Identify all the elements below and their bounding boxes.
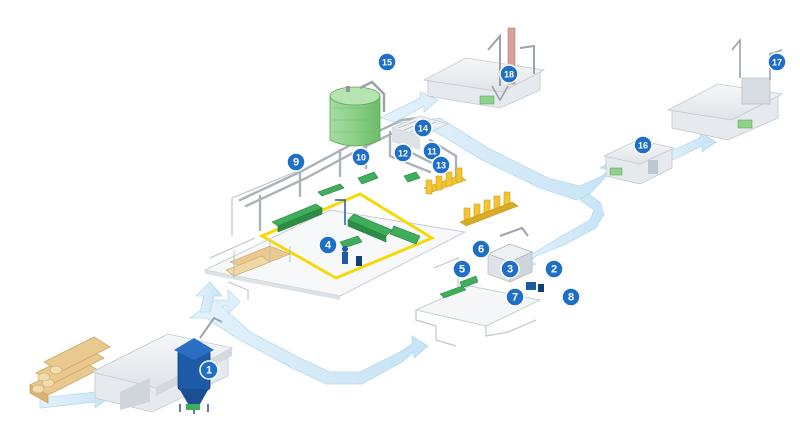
marker-label: 10 (356, 153, 366, 163)
marker-16[interactable]: 16 (633, 135, 653, 155)
marker-label: 4 (325, 240, 332, 252)
marker-circle (377, 52, 397, 72)
storage-building-18 (422, 27, 546, 109)
marker-circle (544, 259, 564, 279)
marker-label: 15 (382, 58, 392, 68)
marker-13[interactable]: 13 (431, 155, 451, 175)
marker-15[interactable]: 15 (377, 52, 397, 72)
marker-6[interactable]: 6 (471, 239, 491, 259)
marker-label: 14 (418, 124, 428, 134)
marker-11[interactable]: 11 (422, 141, 442, 161)
marker-circle (633, 135, 653, 155)
marker-circle (413, 118, 433, 138)
marker-circle (561, 287, 581, 307)
flow-path-lower (188, 289, 429, 385)
flow-path-upper (378, 91, 619, 201)
marker-label: 9 (293, 157, 299, 169)
marker-8[interactable]: 8 (561, 287, 581, 307)
flow-path-to-cnc (519, 193, 605, 271)
marker-label: 16 (638, 141, 648, 151)
marker-label: 18 (504, 70, 514, 80)
marker-label: 6 (478, 244, 484, 256)
marker-label: 5 (459, 264, 465, 276)
marker-9[interactable]: 9 (286, 152, 306, 172)
marker-circle (505, 287, 525, 307)
timber-pile (29, 336, 111, 404)
marker-circle (318, 235, 338, 255)
operator-station (335, 199, 362, 266)
marker-label: 12 (398, 149, 408, 159)
marker-circle (767, 52, 787, 72)
marker-label: 2 (551, 264, 557, 276)
marker-2[interactable]: 2 (544, 259, 564, 279)
marker-18[interactable]: 18 (499, 64, 519, 84)
marker-circle (351, 147, 371, 167)
marker-circle (286, 152, 306, 172)
marker-circle (452, 259, 472, 279)
marker-circle (500, 259, 520, 279)
flow-path-to-sawing (195, 281, 223, 313)
material-flow-paths (39, 91, 717, 409)
marker-label: 17 (772, 58, 782, 68)
marker-17[interactable]: 17 (767, 52, 787, 72)
silo-15 (329, 80, 386, 147)
marker-7[interactable]: 7 (505, 287, 525, 307)
marker-10[interactable]: 10 (351, 147, 371, 167)
sawing-line (225, 240, 291, 278)
marker-circle (393, 143, 413, 163)
marker-label: 8 (568, 292, 574, 304)
marker-label: 7 (512, 292, 518, 304)
marker-label: 1 (206, 365, 212, 377)
marker-3[interactable]: 3 (500, 259, 520, 279)
highlight-zone-4 (258, 192, 436, 280)
marker-label: 13 (436, 161, 446, 171)
marker-circle (431, 155, 451, 175)
marker-14[interactable]: 14 (413, 118, 433, 138)
marker-label: 3 (507, 264, 513, 276)
marker-circle (471, 239, 491, 259)
marker-12[interactable]: 12 (393, 143, 413, 163)
marker-1[interactable]: 1 (199, 360, 219, 380)
marker-5[interactable]: 5 (452, 259, 472, 279)
pallet-racks (423, 167, 519, 227)
marker-4[interactable]: 4 (318, 235, 338, 255)
marker-circle (422, 141, 442, 161)
marker-circle (499, 64, 519, 84)
storage-building-17 (666, 37, 784, 141)
marker-circle (199, 360, 219, 380)
marker-label: 11 (427, 147, 437, 157)
